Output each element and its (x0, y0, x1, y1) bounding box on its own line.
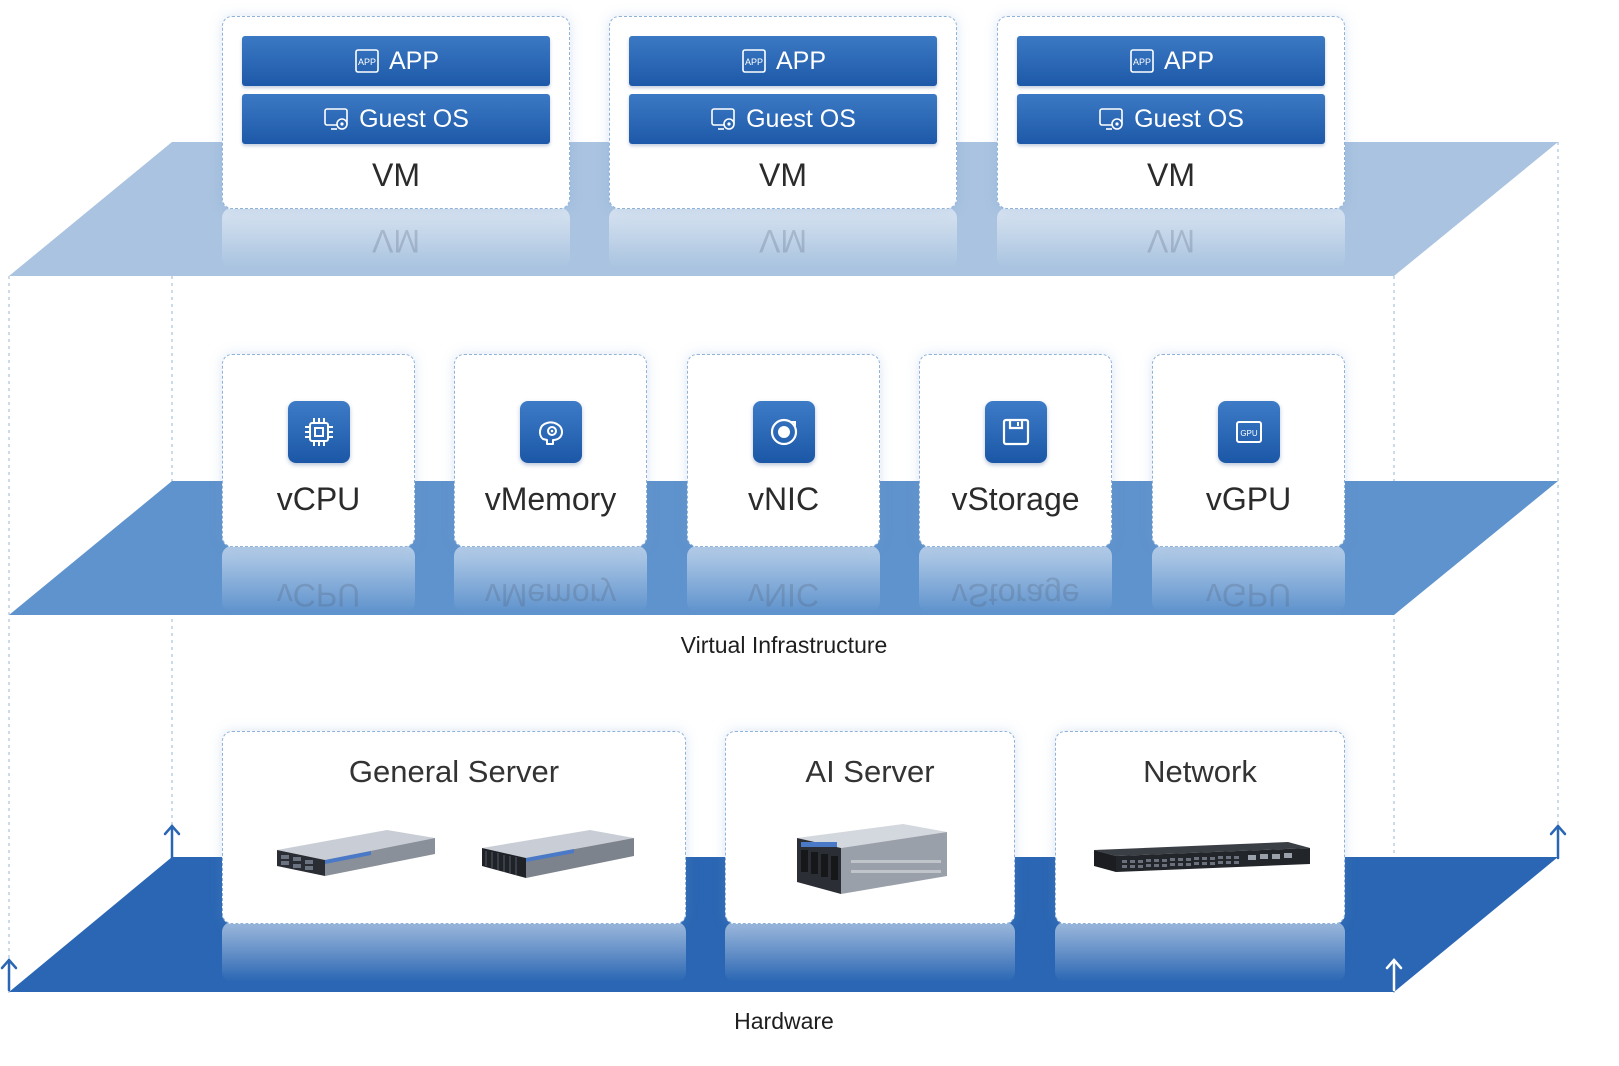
gpu-icon: GPU (1217, 401, 1280, 463)
vm-reflection: VM (997, 208, 1345, 268)
up-arrow-icon (163, 824, 181, 860)
hardware-reflection (1055, 922, 1345, 982)
resource-card-vcpu: vCPU (222, 354, 415, 547)
resource-reflection: vMemory (454, 546, 647, 612)
up-arrow-icon (1549, 824, 1567, 860)
app-bar: APP APP (629, 36, 937, 86)
hardware-card-ai-server: AI Server (725, 731, 1015, 924)
guest-os-bar: Guest OS (629, 94, 937, 144)
resource-card-vgpu: GPU vGPU (1152, 354, 1345, 547)
up-arrow-icon (1385, 958, 1403, 992)
rack-server-icon (482, 830, 634, 878)
app-bar: APP APP (1017, 36, 1325, 86)
nic-icon (752, 401, 815, 463)
gpu-server-icon (797, 824, 947, 894)
svg-text:APP: APP (358, 57, 376, 67)
resource-reflection: vNIC (687, 546, 880, 612)
app-label: APP (1163, 46, 1215, 75)
memory-icon (519, 401, 582, 463)
app-icon: APP (355, 49, 379, 73)
vm-card: APP APP Guest OS VM (609, 16, 957, 209)
hardware-card-network: Network (1055, 731, 1345, 924)
guest-os-icon (324, 108, 348, 130)
hardware-label-bottom: Hardware (734, 1008, 834, 1034)
vm-card: APP APP Guest OS VM (997, 16, 1345, 209)
app-label: APP (388, 46, 440, 75)
resource-card-vnic: vNIC (687, 354, 880, 547)
resource-label: vMemory (484, 481, 617, 517)
resource-label: vStorage (951, 481, 1080, 517)
resource-label: vCPU (276, 481, 361, 517)
resource-reflection: vGPU (1152, 546, 1345, 612)
resource-reflection: vCPU (222, 546, 415, 612)
storage-icon (984, 401, 1047, 463)
guest-os-icon (1099, 108, 1123, 130)
app-icon: APP (1130, 49, 1154, 73)
svg-text:APP: APP (745, 57, 763, 67)
guest-os-bar: Guest OS (1017, 94, 1325, 144)
vm-label: VM (372, 157, 420, 193)
app-label: APP (775, 46, 827, 75)
resource-reflection: vStorage (919, 546, 1112, 612)
guest-os-label: Guest OS (746, 104, 856, 133)
vm-reflection: VM (609, 208, 957, 268)
vm-label: VM (759, 157, 807, 193)
virtual-infrastructure-label: Virtual Infrastructure (680, 632, 888, 658)
svg-text:APP: APP (1133, 57, 1151, 67)
hardware-label: General Server (348, 754, 560, 789)
guest-os-bar: Guest OS (242, 94, 550, 144)
network-switch-icon (1094, 842, 1310, 872)
guest-os-icon (711, 108, 735, 130)
svg-text:GPU: GPU (1240, 429, 1258, 438)
guest-os-label: Guest OS (1134, 104, 1244, 133)
guest-os-label: Guest OS (359, 104, 469, 133)
vm-label: VM (1147, 157, 1195, 193)
hardware-label: AI Server (805, 754, 935, 789)
resource-card-vstorage: vStorage (919, 354, 1112, 547)
hardware-reflection (725, 922, 1015, 982)
resource-label: vNIC (747, 481, 820, 517)
vm-card: APP APP Guest OS VM (222, 16, 570, 209)
rack-server-icon (277, 830, 435, 876)
resource-card-vmemory: vMemory (454, 354, 647, 547)
cpu-icon (287, 401, 350, 463)
hardware-card-general-server: General Server (222, 731, 686, 924)
up-arrow-icon (0, 958, 18, 992)
vm-reflection: VM (222, 208, 570, 268)
hardware-reflection (222, 922, 686, 982)
hardware-label: Network (1143, 754, 1257, 789)
app-icon: APP (742, 49, 766, 73)
resource-label: vGPU (1205, 481, 1292, 517)
app-bar: APP APP (242, 36, 550, 86)
